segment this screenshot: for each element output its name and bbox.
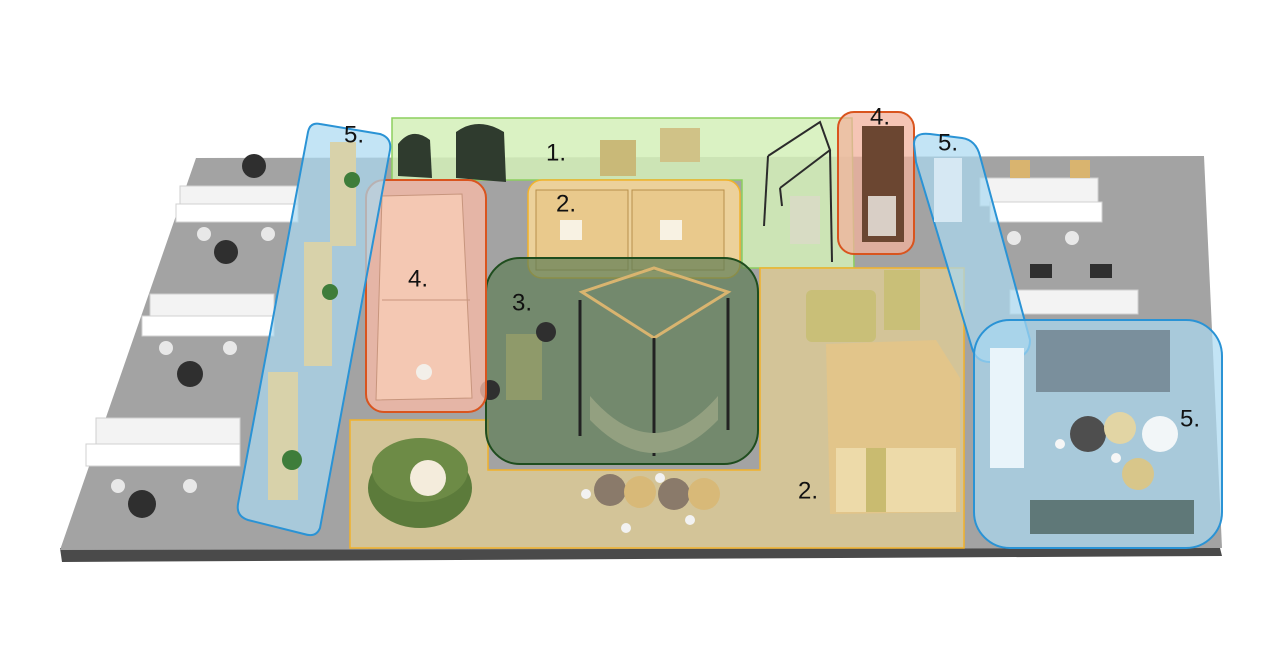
desk-cluster xyxy=(141,293,275,387)
zone-label: 1. xyxy=(546,139,566,166)
zone-label: 5. xyxy=(344,121,364,148)
seating-pod xyxy=(884,270,920,330)
zone-labels: 1. 2. 2. 3. 4. 4. 5. 5. 5. xyxy=(344,103,1200,504)
pergola-lounge xyxy=(578,266,732,456)
zone-4-left xyxy=(365,179,487,413)
right-workstations xyxy=(979,160,1139,315)
wooden-room xyxy=(826,340,960,514)
cabinet xyxy=(660,128,700,162)
zone-label: 5. xyxy=(938,129,958,156)
green-pod xyxy=(368,438,472,528)
phone-booth-small xyxy=(790,196,820,244)
zone-label: 4. xyxy=(408,265,428,292)
curved-sofa xyxy=(590,396,718,453)
desk-cluster xyxy=(85,417,241,518)
zone-2-lower xyxy=(349,267,965,549)
pergola-structure xyxy=(763,120,833,263)
left-workstations xyxy=(85,154,299,518)
floor-slab-edge xyxy=(60,548,1222,562)
bistro-tables xyxy=(581,473,720,533)
zone-4-right xyxy=(837,111,915,255)
lounge-seat xyxy=(506,334,542,400)
zone-label: 5. xyxy=(1180,405,1200,432)
zone-2-upper xyxy=(527,179,741,279)
booth-dark xyxy=(456,124,506,182)
zone-5-left xyxy=(236,122,392,537)
zone-5-break-area xyxy=(973,319,1223,549)
zone-label: 2. xyxy=(556,190,576,217)
zone-label: 4. xyxy=(870,103,890,130)
cabinet xyxy=(600,140,636,176)
booth-dark xyxy=(398,133,432,178)
zone-label: 3. xyxy=(512,289,532,316)
zone-3 xyxy=(480,257,759,465)
seating-pod xyxy=(806,290,876,342)
zone-1 xyxy=(391,117,855,269)
zone-label: 2. xyxy=(798,477,818,504)
